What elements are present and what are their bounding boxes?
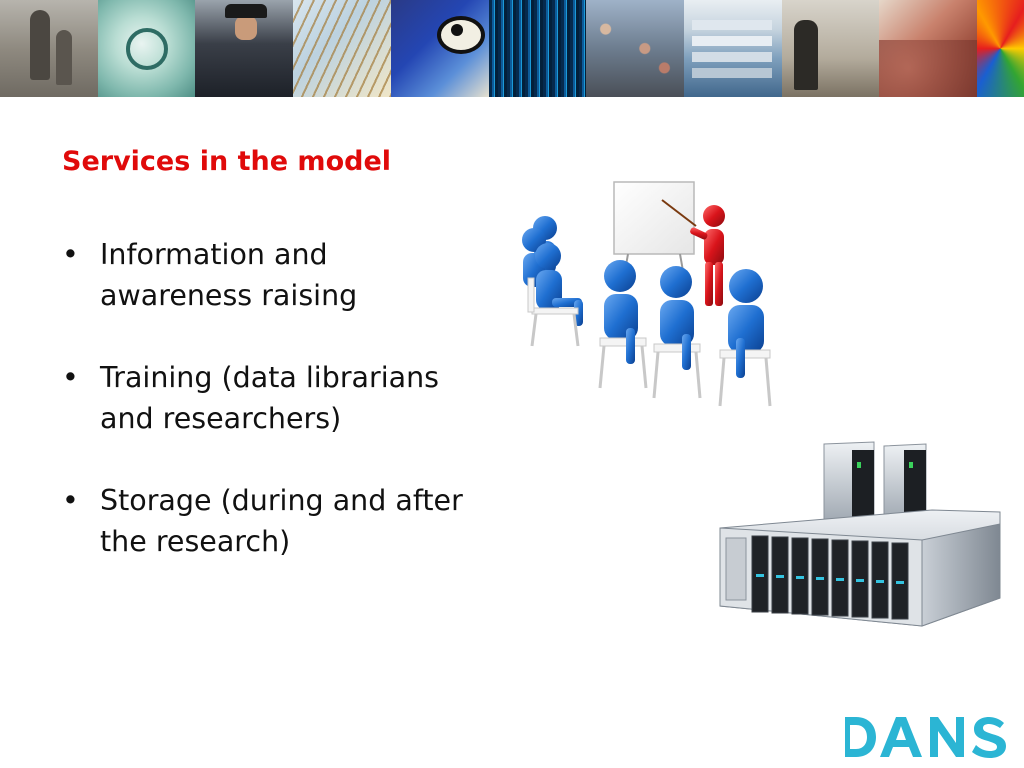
banner-photo-map <box>879 0 977 97</box>
banner-photo-crowd <box>586 0 684 97</box>
bullet-text: Training (data librarians and researcher… <box>100 361 440 435</box>
bullet-marker: • <box>62 361 79 394</box>
banner-photo-archive-books <box>684 0 782 97</box>
banner-photo-glass-object <box>98 0 195 97</box>
bullet-list: • Information and awareness raising • Tr… <box>62 234 472 603</box>
bullet-item: • Information and awareness raising <box>62 234 472 316</box>
banner-photo-uniformed-men <box>195 0 293 97</box>
bullet-text: Storage (during and after the research) <box>100 484 463 558</box>
slide-title: Services in the model <box>62 146 392 177</box>
bullet-marker: • <box>62 484 79 517</box>
bullet-text: Information and awareness raising <box>100 238 358 312</box>
classroom-figures-image <box>522 181 772 407</box>
banner-photo-rigging <box>293 0 391 97</box>
bullet-item: • Storage (during and after the research… <box>62 480 472 562</box>
banner-photo-colored-map <box>977 0 1024 97</box>
dans-logo <box>838 713 1018 761</box>
dans-logo-mark <box>842 717 1006 758</box>
bullet-item: • Training (data librarians and research… <box>62 357 472 439</box>
banner-photo-data-streams <box>489 0 586 97</box>
classroom-illustration <box>492 178 808 432</box>
storage-server-illustration <box>712 440 1004 632</box>
bullet-marker: • <box>62 238 79 271</box>
header-photo-banner <box>0 0 1024 97</box>
banner-photo-old-family <box>0 0 98 97</box>
banner-photo-stained-glass <box>391 0 489 97</box>
server-rack-image <box>719 441 1001 627</box>
banner-photo-archival-portrait <box>782 0 879 97</box>
